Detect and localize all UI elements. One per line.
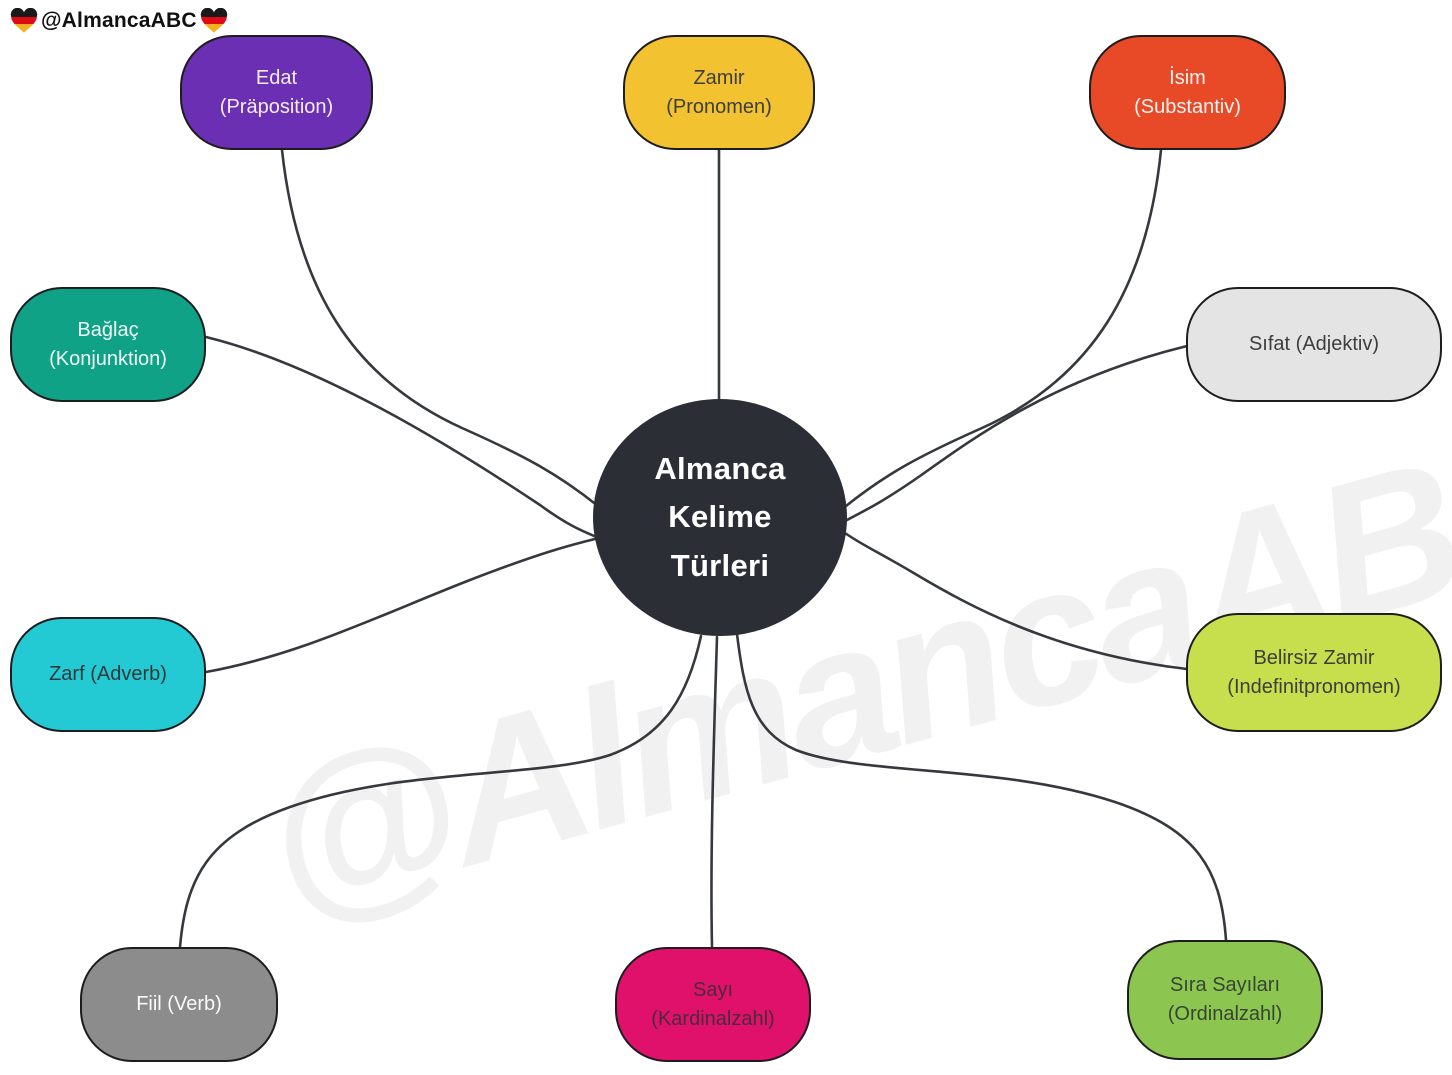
node-baglac-konjunktion: Bağlaç (Konjunktion): [10, 287, 206, 402]
node-label-line: (Kardinalzahl): [651, 1007, 775, 1030]
node-label-line: Sayı: [692, 978, 734, 1001]
node-label-line: Edat: [255, 66, 298, 89]
brand-header: @AlmancaABC: [10, 8, 228, 34]
node-label-line: (Präposition): [219, 95, 334, 118]
node-label-line: (Pronomen): [666, 95, 772, 118]
center-node-line: Türleri: [670, 547, 770, 583]
node-label-line: Zamir: [693, 66, 745, 89]
node-label-line: Zarf (Adverb): [49, 663, 167, 685]
brand-handle: @AlmancaABC: [41, 9, 197, 32]
node-sifat-adjektiv: Sıfat (Adjektiv): [1186, 287, 1442, 402]
edge-belirsiz-to-center: [843, 531, 1189, 671]
node-label-line: (Konjunktion): [49, 347, 167, 370]
node-label-line: Sıfat (Adjektiv): [1248, 333, 1380, 355]
edge-sifat-to-center: [843, 344, 1189, 523]
edge-sira-to-center: [735, 632, 1228, 942]
node-zamir-pronomen: Zamir (Pronomen): [623, 35, 815, 150]
node-label-line: (Ordinalzahl): [1167, 1003, 1283, 1025]
node-label-line: Bağlaç: [77, 318, 139, 341]
center-node: Almanca Kelime Türleri: [593, 399, 847, 636]
node-sira-sayilari-ordinalzahl: Sıra Sayıları (Ordinalzahl): [1127, 940, 1323, 1060]
node-label-line: Belirsiz Zamir: [1253, 646, 1375, 669]
node-sayi-kardinalzahl: Sayı (Kardinalzahl): [615, 947, 811, 1062]
edge-edat-to-center: [280, 148, 600, 508]
node-fiil-verb: Fiil (Verb): [80, 947, 278, 1062]
german-flag-heart-icon: [10, 8, 38, 33]
node-zarf-adverb: Zarf (Adverb): [10, 617, 206, 732]
edge-fiil-to-center: [178, 634, 703, 949]
edge-baglac-to-center: [204, 335, 601, 540]
center-node-line: Almanca: [654, 451, 786, 487]
center-node-line: Kelime: [668, 499, 772, 535]
node-label-line: İsim: [1169, 66, 1206, 89]
node-isim-substantiv: İsim (Substantiv): [1089, 35, 1286, 150]
node-edat-praposition: Edat (Präposition): [180, 35, 373, 150]
edge-sayi-to-center: [710, 635, 719, 948]
node-belirsiz-zamir-indefinitpronomen: Belirsiz Zamir (Indefinitpronomen): [1186, 613, 1442, 732]
node-label-line: (Indefinitpronomen): [1227, 675, 1401, 698]
node-label-line: Sıra Sayıları: [1169, 974, 1281, 996]
edge-zarf-to-center: [204, 536, 601, 674]
node-label-line: Fiil (Verb): [136, 993, 222, 1015]
edge-isim-to-center: [844, 148, 1163, 508]
node-label-line: (Substantiv): [1134, 95, 1241, 118]
german-flag-heart-icon: [200, 8, 227, 33]
